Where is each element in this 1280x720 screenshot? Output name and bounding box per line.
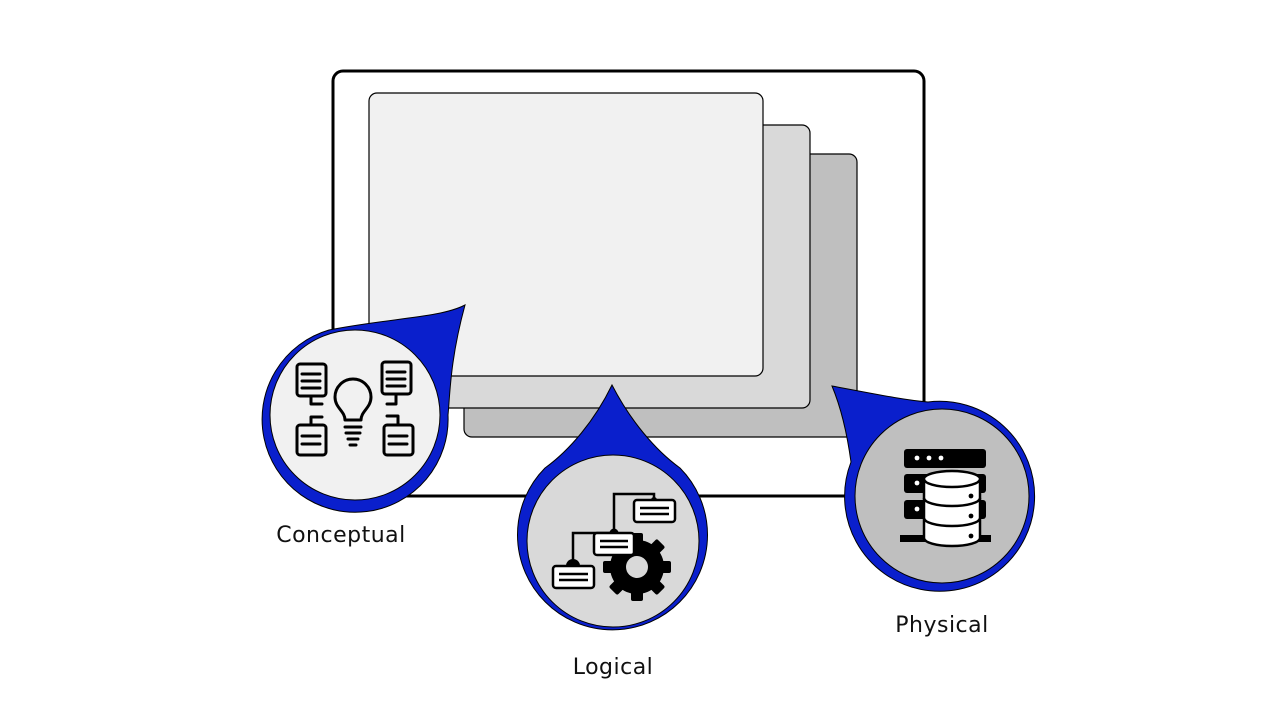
lightbulb-flowchart-icon (295, 360, 415, 457)
database-server-icon (900, 449, 991, 548)
logical-marker (517, 383, 708, 631)
logical-label: Logical (572, 655, 654, 680)
conceptual-circle (269, 329, 441, 501)
conceptual-panel (368, 92, 764, 377)
physical-marker (831, 385, 1036, 592)
conceptual-label: Conceptual (276, 523, 406, 548)
flowchart-gear-icon (551, 492, 677, 601)
conceptual-marker (261, 304, 466, 513)
physical-label: Physical (895, 613, 989, 638)
